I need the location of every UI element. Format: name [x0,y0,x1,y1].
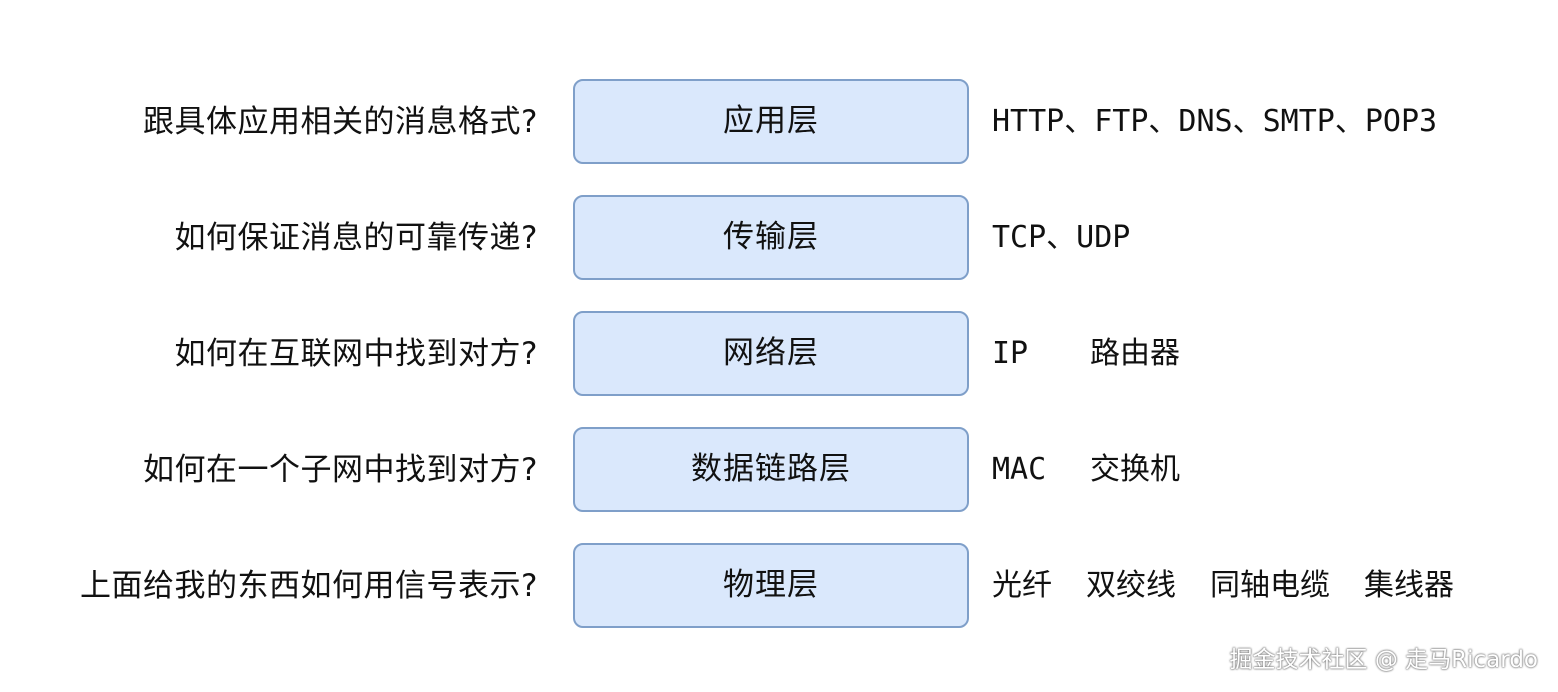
layer-protocols: TCP、UDP [992,220,1131,255]
protocol-item: 路由器 [1090,336,1180,371]
layer-row-network: 如何在互联网中找到对方? 网络层 IP 路由器 [0,311,1558,397]
layer-question: 如何保证消息的可靠传递? [174,220,538,256]
layer-box-data-link: 数据链路层 [573,427,969,512]
layer-protocols: MAC 交换机 [992,427,1180,513]
protocol-item: 交换机 [1090,452,1180,487]
layer-box-physical: 物理层 [573,543,969,628]
layer-box-application: 应用层 [573,79,969,164]
watermark: 掘金技术社区 @ 走马Ricardo [1229,647,1538,673]
layer-box-transport: 传输层 [573,195,969,280]
protocol-item: 集线器 [1364,568,1454,603]
layer-protocols: 光纤双绞线同轴电缆集线器 [992,543,1454,629]
protocol-item: IP [992,336,1029,371]
layer-row-physical: 上面给我的东西如何用信号表示? 物理层 光纤双绞线同轴电缆集线器 [0,543,1558,629]
layer-question: 跟具体应用相关的消息格式? [143,104,538,140]
layer-row-application: 跟具体应用相关的消息格式? 应用层 HTTP、FTP、DNS、SMTP、POP3 [0,79,1558,165]
layer-row-data-link: 如何在一个子网中找到对方? 数据链路层 MAC 交换机 [0,427,1558,513]
layer-row-transport: 如何保证消息的可靠传递? 传输层 TCP、UDP [0,195,1558,281]
layer-question: 如何在互联网中找到对方? [174,336,538,372]
layer-question: 上面给我的东西如何用信号表示? [80,568,538,604]
layer-protocols: HTTP、FTP、DNS、SMTP、POP3 [992,104,1438,139]
protocol-item: MAC [992,452,1047,487]
layer-box-network: 网络层 [573,311,969,396]
layer-protocols: IP 路由器 [992,311,1180,397]
protocol-item: 同轴电缆 [1210,568,1330,603]
layer-question: 如何在一个子网中找到对方? [143,452,538,488]
protocol-item: 双绞线 [1086,568,1176,603]
protocol-item: 光纤 [992,568,1052,603]
